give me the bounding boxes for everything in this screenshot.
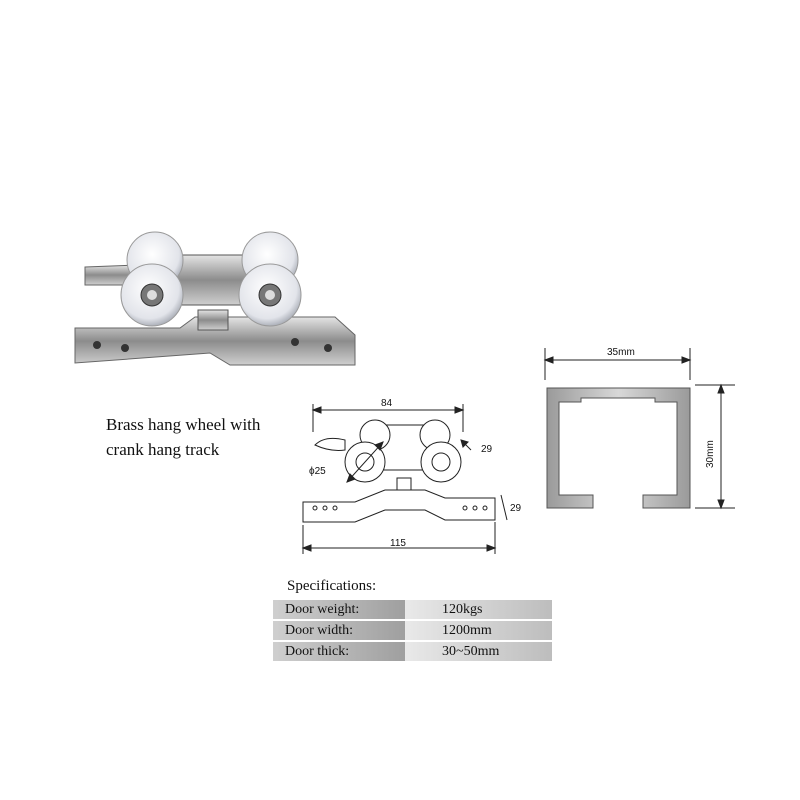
dim-track-height: 30mm <box>705 440 716 468</box>
caption-line-2: crank hang track <box>106 440 220 459</box>
spec-label: Door width: <box>273 621 405 640</box>
dim-length-top: 84 <box>381 398 393 409</box>
product-caption: Brass hang wheel with crank hang track <box>106 412 306 462</box>
product-photo <box>74 231 356 366</box>
mounting-plate <box>74 316 356 366</box>
table-row: Door width: 1200mm <box>273 621 552 640</box>
spec-label: Door weight: <box>273 600 405 619</box>
dim-wheel-diameter: ϕ25 <box>309 466 326 477</box>
aluminium-track <box>546 387 691 509</box>
dimension-drawing: 84 ϕ25 29 29 115 <box>301 398 522 554</box>
dim-track-width: 35mm <box>607 347 635 358</box>
spec-value: 120kgs <box>405 600 552 619</box>
dim-plate-height: 29 <box>510 503 522 514</box>
specifications-title: Specifications: <box>287 578 377 594</box>
dim-length-bottom: 115 <box>390 538 406 549</box>
caption-line-1: Brass hang wheel with <box>106 415 261 434</box>
dim-wheel-height: 29 <box>481 444 493 455</box>
table-row: Door thick: 30~50mm <box>273 642 552 661</box>
spec-value: 30~50mm <box>405 642 552 661</box>
adjust-nut <box>197 309 229 331</box>
table-row: Door weight: 120kgs <box>273 600 552 619</box>
spec-value: 1200mm <box>405 621 552 640</box>
specifications-table: Door weight: 120kgs Door width: 1200mm D… <box>273 598 552 663</box>
track-profile-drawing: 35mm 30mm <box>543 347 735 510</box>
spec-label: Door thick: <box>273 642 405 661</box>
